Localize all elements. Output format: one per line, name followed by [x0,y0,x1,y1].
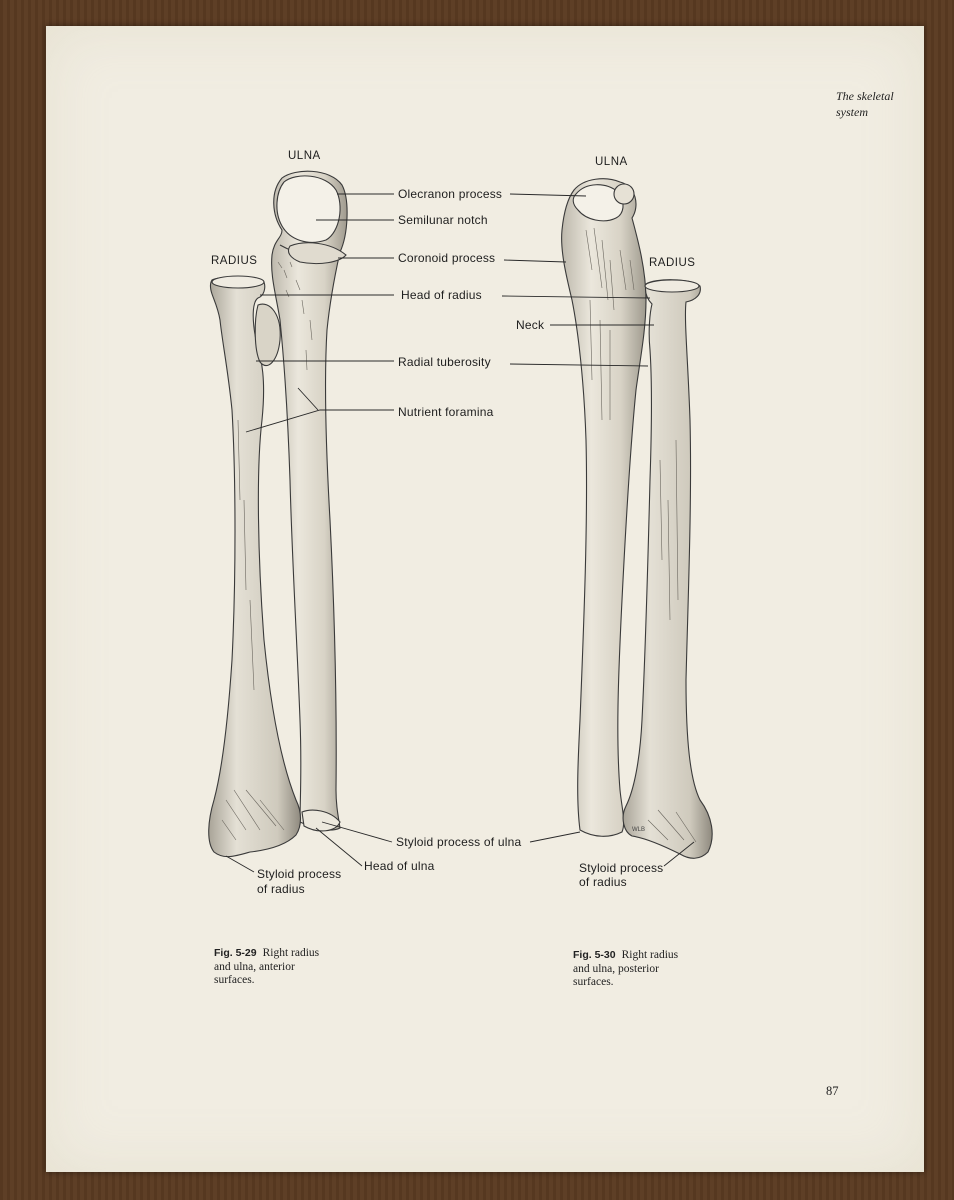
styloid-process-radius-label-left-2: of radius [257,882,305,896]
caption-left-line-2: and ulna, anterior [214,960,295,973]
chapter-header: The skeletal system [836,88,894,120]
radius-label-left: RADIUS [211,255,258,267]
head-of-radius-label: Head of radius [401,288,482,302]
leader-lines [225,193,695,873]
olecranon-process-label: Olecranon process [398,187,503,201]
ulna-posterior-drawing [561,178,647,837]
caption-right-line-3: surfaces. [573,976,614,988]
styloid-process-ulna-label: Styloid process of ulna [396,835,522,849]
head-of-ulna-label: Head of ulna [364,859,435,873]
styloid-process-radius-label-left-1: Styloid process [257,867,342,881]
page-number: 87 [826,1084,839,1098]
chapter-header-line-1: The skeletal [836,89,894,103]
nutrient-foramina-label: Nutrient foramina [398,405,494,419]
caption-left-line-3: surfaces. [214,974,255,986]
posterior-view-drawing: WLB [561,178,713,859]
semilunar-notch-label: Semilunar notch [398,213,488,227]
svg-text:WLB: WLB [632,827,645,833]
caption-right-line-1: Right radius [621,949,679,961]
ulna-label-left: ULNA [288,150,321,162]
figure-number-left: Fig. 5-29 [214,947,257,959]
radial-tuberosity-label: Radial tuberosity [398,355,491,369]
radius-posterior-drawing [622,279,713,859]
neck-label: Neck [516,318,545,332]
figure-number-right: Fig. 5-30 [573,949,616,961]
radius-label-right: RADIUS [649,257,696,269]
figure-caption-right: Fig. 5-30 Right radius and ulna, posterio… [573,949,723,990]
anterior-view-drawing [208,170,348,858]
styloid-process-radius-label-right-2: of radius [579,875,627,889]
caption-left-line-1: Right radius [262,947,320,959]
coronoid-process-label: Coronoid process [398,251,496,265]
book-page [46,26,924,1172]
chapter-header-line-2: system [836,105,868,119]
ulna-label-right: ULNA [595,156,628,168]
ulna-anterior-drawing [271,170,348,831]
caption-right-line-2: and ulna, posterior [573,962,659,975]
styloid-process-radius-label-right-1: Styloid process [579,861,664,875]
figure-caption-left: Fig. 5-29 Right radius and ulna, anterior… [214,947,364,988]
